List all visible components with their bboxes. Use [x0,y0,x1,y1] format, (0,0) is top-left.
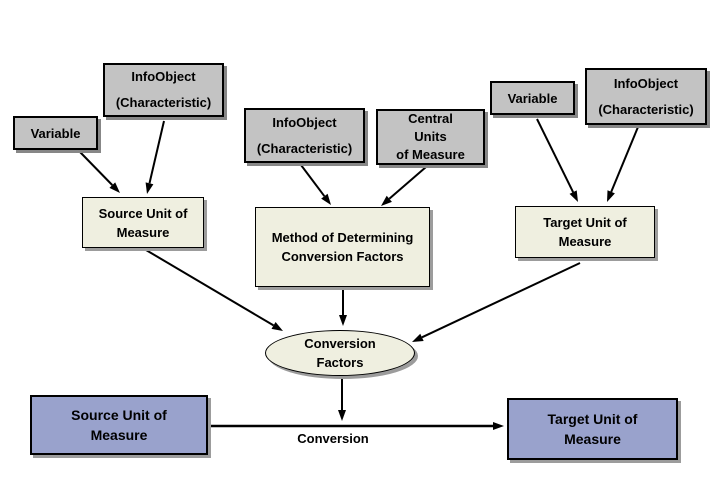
node-label: Source Unit of Measure [98,205,188,240]
node-central-units-of-measure: Central Units of Measure [376,109,485,165]
node-infoobject-middle: InfoObject (Characteristic) [244,108,365,163]
node-label: InfoObject (Characteristic) [115,69,212,110]
arrow-infoobject-left-to-source-unit [145,120,165,194]
node-method-of-determining-conversion-factors: Method of Determining Conversion Factors [255,207,430,287]
node-label: Conversion [297,430,369,446]
node-source-unit-of-measure-result: Source Unit of Measure [30,395,208,455]
arrow-variable-right-to-target-unit [536,118,578,202]
node-infoobject-left: InfoObject (Characteristic) [103,63,224,117]
node-source-unit-of-measure-upper: Source Unit of Measure [82,197,204,248]
arrow-conversion-flow-line [207,422,504,430]
node-label: InfoObject (Characteristic) [256,114,353,156]
node-label: Conversion Factors [304,336,376,370]
node-label: Variable [507,90,558,106]
node-label: Central Units of Measure [396,111,465,162]
node-label: Variable [30,125,81,141]
arrow-variable-left-to-source-unit [79,151,120,193]
node-conversion-factors-ellipse: Conversion Factors [265,330,415,376]
node-target-unit-of-measure-result: Target Unit of Measure [507,398,678,460]
node-label: Target Unit of Measure [543,215,627,249]
arrow-infoobject-right-to-target-unit [607,126,639,202]
arrow-central-units-to-method [381,166,427,206]
arrow-target-unit-to-factors [412,262,581,342]
node-variable-right: Variable [490,81,575,115]
arrow-source-unit-to-factors [145,249,283,331]
node-label: InfoObject (Characteristic) [598,75,694,117]
arrow-factors-to-conversion-line [338,378,346,421]
node-infoobject-right: InfoObject (Characteristic) [585,68,707,125]
node-label: Method of Determining Conversion Factors [271,230,414,264]
arrow-method-to-factors [339,288,347,326]
node-label: Source Unit of Measure [71,407,167,443]
node-label: Target Unit of Measure [547,411,638,447]
arrow-infoobject-mid-to-method [300,164,331,205]
conversion-flow-label: Conversion [278,428,388,448]
node-target-unit-of-measure-upper: Target Unit of Measure [515,206,655,258]
node-variable-left: Variable [13,116,98,150]
